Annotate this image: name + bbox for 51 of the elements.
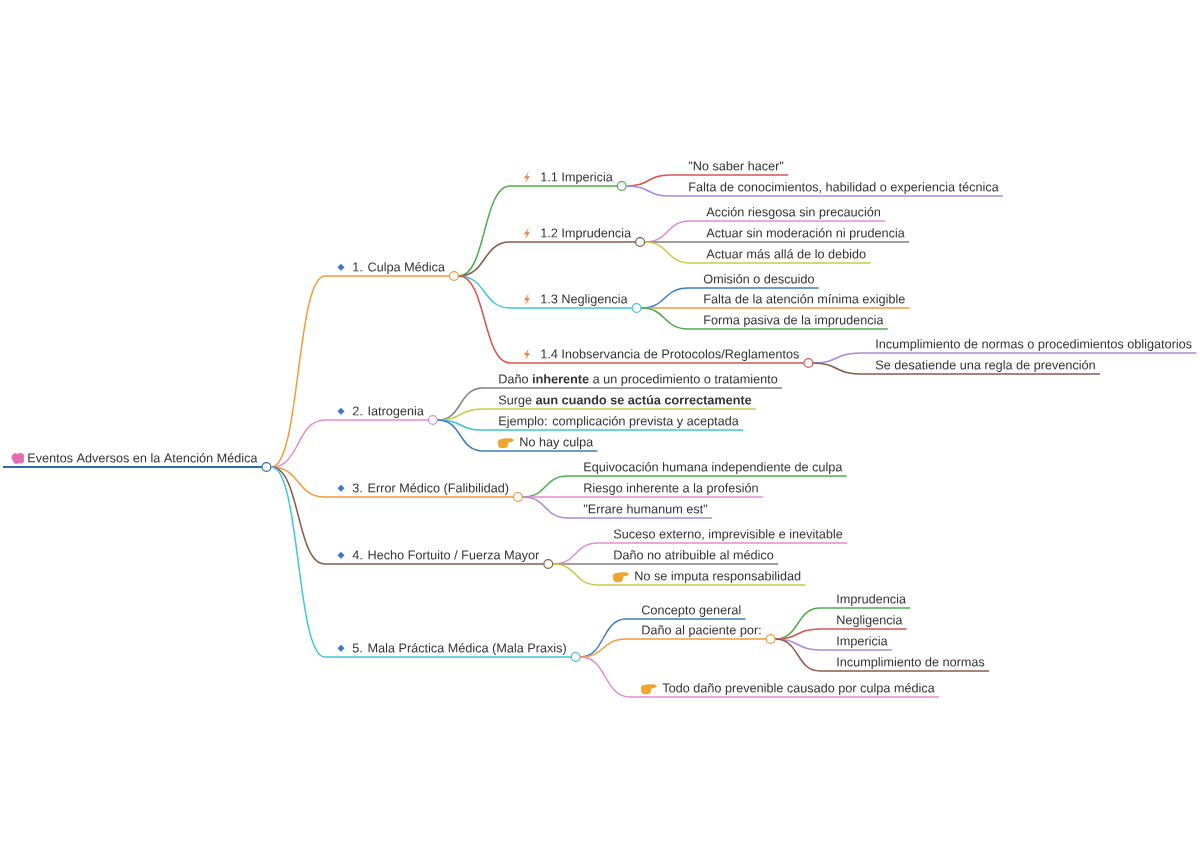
topic-label: 5. Mala Práctica Médica (Mala Praxis) xyxy=(324,643,581,662)
branch-line xyxy=(458,275,511,364)
topic-label: 2. Iatrogenia xyxy=(324,406,438,425)
topic-label: Incumplimiento de normas o procedimientos obligatorios xyxy=(859,339,1198,354)
topic-label: No se imputa responsabilidad xyxy=(597,571,807,586)
central-topic: Eventos Adversos en la Atención Médica xyxy=(3,452,272,472)
topic-label: Suceso externo, imprevisible e inevitable xyxy=(597,529,848,544)
topic-label: Concepto general xyxy=(625,605,747,620)
node-label: Eventos Adversos en la Atención Médica xyxy=(28,453,258,463)
topic-label: Actuar más allá de lo debido xyxy=(689,249,872,264)
branch-line xyxy=(625,185,671,197)
topic-label: 1. Culpa Médica xyxy=(324,262,459,281)
topic-label: "No saber hacer" xyxy=(669,161,789,176)
topic-label: Falta de la atención mínima exigible xyxy=(687,294,911,309)
topic-label: Todo daño prevenible causado por culpa médica xyxy=(629,683,940,698)
topic-label: Acción riesgosa sin precaución xyxy=(689,207,886,222)
branch-line xyxy=(812,362,861,375)
topic-label: 1.2 Imprudencia xyxy=(509,227,646,247)
topic-label: 3. Error Médico (Falibilidad) xyxy=(324,483,523,502)
topic-label: Daño no atribuible al médico xyxy=(597,550,779,565)
branch-line xyxy=(458,275,511,309)
topic-label: 4. Hecho Fortuito / Fuerza Mayor xyxy=(324,550,554,569)
topic-label: Daño inherente a un procedimiento o tratamiento xyxy=(482,374,783,389)
topic-label: "Errare humanum est" xyxy=(567,504,713,519)
topic-label: Equivocación humana independiente de culpa xyxy=(567,462,848,477)
branch-line xyxy=(437,419,484,452)
branch-line xyxy=(774,638,821,672)
topic-label: Forma pasiva de la imprudencia xyxy=(687,315,889,330)
branch-line xyxy=(640,307,689,330)
topic-label: Imprudencia xyxy=(819,594,911,609)
topic-label: 1.1 Impericia xyxy=(509,171,627,191)
branch-line xyxy=(579,656,631,698)
branch-line xyxy=(270,466,326,658)
topic-label: Incumplimiento de normas xyxy=(819,657,990,672)
branch-line xyxy=(270,466,326,565)
topic-label: Omisión o descuido xyxy=(687,274,820,289)
branch-line xyxy=(644,241,691,264)
topic-label: Riesgo inherente a la profesión xyxy=(567,483,764,498)
topic-label: 1.3 Negligencia xyxy=(509,293,642,313)
topic-label: Se desatiende una regla de prevención xyxy=(859,360,1101,375)
topic-label: Negligencia xyxy=(819,615,908,630)
topic-label: Impericia xyxy=(819,636,893,651)
topic-label: 1.4 Inobservancia de Protocolos/Reglamentos xyxy=(509,348,814,368)
topic-label: Surge aun cuando se actúa correctamente xyxy=(482,395,757,410)
topic-label: Actuar sin moderación ni prudencia xyxy=(689,228,910,243)
branch-line xyxy=(522,496,569,519)
topic-label: No hay culpa xyxy=(482,437,599,452)
branch-line xyxy=(552,563,599,586)
topic-label: Daño al paciente por: xyxy=(625,625,776,644)
topic-label: Falta de conocimientos, habilidad o experiencia técnica xyxy=(669,182,1004,197)
topic-label: Ejemplo: complicación prevista y aceptada xyxy=(482,416,744,431)
